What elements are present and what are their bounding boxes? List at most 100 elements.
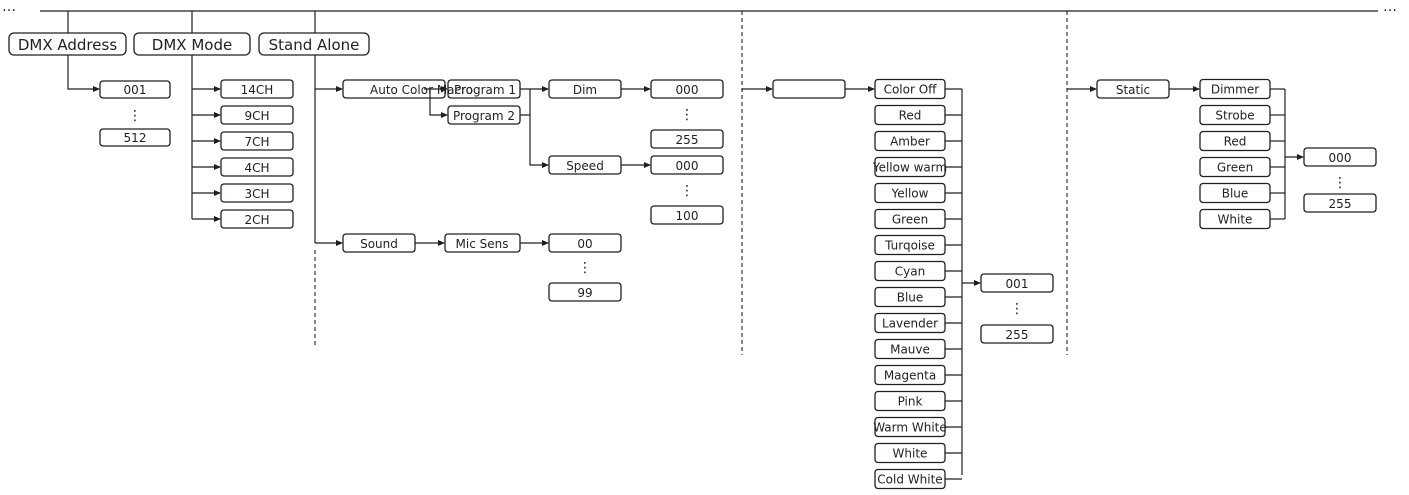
color-option-label: Turqoise <box>884 239 935 253</box>
static-option-label: Strobe <box>1215 109 1254 123</box>
color-option-turqoise[interactable]: Turqoise <box>874 234 962 256</box>
svg-text:99: 99 <box>577 286 592 300</box>
color-option-label: White <box>893 447 928 461</box>
color-option-label: Amber <box>890 135 930 149</box>
static-item[interactable]: Static <box>1096 79 1170 99</box>
static-option-label: Red <box>1224 135 1247 149</box>
color-option-cold-white[interactable]: Cold White <box>874 468 962 490</box>
vertical-dots-icon: ⋮ <box>578 260 592 276</box>
color-option-label: Pink <box>898 395 923 409</box>
svg-text:Program 1: Program 1 <box>454 83 516 97</box>
color-option-label: Mauve <box>890 343 930 357</box>
color-option-label: Yellow <box>891 187 929 201</box>
svg-text:2CH: 2CH <box>244 213 269 227</box>
program-2-item[interactable]: Program 2 <box>447 105 521 125</box>
static-option-dimmer[interactable]: Dimmer <box>1199 78 1285 100</box>
menu-item-dmx-address[interactable]: DMX Address <box>8 32 127 56</box>
speed-item[interactable]: Speed <box>548 155 622 175</box>
color-option-pink[interactable]: Pink <box>874 390 962 412</box>
svg-text:255: 255 <box>676 133 699 147</box>
menu-item-stand-alone[interactable]: Stand Alone <box>258 32 370 56</box>
dmx-mode-option-2ch[interactable]: 2CH <box>220 209 294 229</box>
dim-min-value: 000 <box>650 79 724 99</box>
color-option-white[interactable]: White <box>874 442 962 464</box>
color-option-cyan[interactable]: Cyan <box>874 260 962 282</box>
color-option-label: Cyan <box>895 265 925 279</box>
static-value-max: 255 <box>1303 193 1377 213</box>
color-option-blue[interactable]: Blue <box>874 286 962 308</box>
color-option-yellow-warm[interactable]: Yellow warm <box>872 156 962 178</box>
svg-text:100: 100 <box>676 209 699 223</box>
static-option-blue[interactable]: Blue <box>1199 182 1285 204</box>
svg-text:4CH: 4CH <box>244 161 269 175</box>
color-option-yellow[interactable]: Yellow <box>874 182 962 204</box>
dmx-mode-option-9ch[interactable]: 9CH <box>220 105 294 125</box>
menu-item-label: DMX Mode <box>152 36 232 54</box>
mic-sens-max-value: 99 <box>548 282 622 302</box>
dmx-address-max-value: 512 <box>99 128 171 147</box>
color-value-min: 001 <box>980 273 1054 293</box>
color-option-label: Lavender <box>882 317 938 331</box>
color-option-label: Green <box>892 213 928 227</box>
svg-text:255: 255 <box>1006 328 1029 342</box>
color-option-label: Magenta <box>884 369 936 383</box>
static-option-red[interactable]: Red <box>1199 130 1285 152</box>
svg-text:Program 2: Program 2 <box>453 109 515 123</box>
vertical-dots-icon: ⋮ <box>680 183 694 199</box>
svg-text:7CH: 7CH <box>244 135 269 149</box>
color-option-label: Cold White <box>877 473 942 487</box>
vertical-dots-icon: ⋮ <box>1333 175 1347 191</box>
static-option-strobe[interactable]: Strobe <box>1199 104 1285 126</box>
svg-text:Mic Sens: Mic Sens <box>456 237 509 251</box>
mic-sens-item[interactable]: Mic Sens <box>444 233 521 253</box>
svg-text:000: 000 <box>676 159 699 173</box>
menu-item-dmx-mode[interactable]: DMX Mode <box>133 32 251 56</box>
color-option-lavender[interactable]: Lavender <box>874 312 962 334</box>
dmx-mode-option-14ch[interactable]: 14CH <box>220 79 294 99</box>
color-option-label: Red <box>899 109 922 123</box>
speed-max-value: 100 <box>650 205 724 225</box>
sound-item[interactable]: Sound <box>342 233 416 253</box>
color-option-amber[interactable]: Amber <box>874 130 962 152</box>
svg-text:255: 255 <box>1329 197 1352 211</box>
svg-text:512: 512 <box>124 131 147 145</box>
svg-text:14CH: 14CH <box>241 83 274 97</box>
color-option-red[interactable]: Red <box>874 104 962 126</box>
color-option-label: Yellow warm <box>872 161 947 175</box>
svg-text:Static: Static <box>1116 83 1150 97</box>
color-option-warm-white[interactable]: Warm White <box>873 416 962 438</box>
vertical-dots-icon: ⋮ <box>1010 301 1024 317</box>
color-option-label: Warm White <box>873 421 947 435</box>
color-menu-item[interactable] <box>772 79 846 99</box>
color-option-label: Blue <box>897 291 924 305</box>
color-option-mauve[interactable]: Mauve <box>874 338 962 360</box>
svg-text:001: 001 <box>1006 277 1029 291</box>
dmx-mode-option-7ch[interactable]: 7CH <box>220 131 294 151</box>
color-option-magenta[interactable]: Magenta <box>874 364 962 386</box>
color-value-max: 255 <box>980 324 1054 344</box>
menu-item-label: Stand Alone <box>269 36 360 54</box>
program-1-item[interactable]: Program 1 <box>447 79 521 99</box>
dmx-mode-option-3ch[interactable]: 3CH <box>220 183 294 203</box>
left-ellipsis: … <box>2 0 16 15</box>
dim-max-value: 255 <box>650 129 724 149</box>
svg-text:Speed: Speed <box>566 159 604 173</box>
color-option-green[interactable]: Green <box>874 208 962 230</box>
svg-text:001: 001 <box>124 83 147 97</box>
color-option-label: Color Off <box>884 83 938 97</box>
dim-item[interactable]: Dim <box>548 79 622 99</box>
menu-item-label: DMX Address <box>18 36 117 54</box>
color-option-color-off[interactable]: Color Off <box>874 78 962 100</box>
vertical-dots-icon: ⋮ <box>128 108 142 124</box>
vertical-dots-icon: ⋮ <box>680 107 694 123</box>
dmx-address-min-value: 001 <box>99 80 171 99</box>
dmx-mode-option-4ch[interactable]: 4CH <box>220 157 294 177</box>
static-option-label: Blue <box>1222 187 1249 201</box>
static-option-label: Green <box>1217 161 1253 175</box>
static-option-green[interactable]: Green <box>1199 156 1285 178</box>
speed-min-value: 000 <box>650 155 724 175</box>
static-option-white[interactable]: White <box>1199 208 1285 230</box>
